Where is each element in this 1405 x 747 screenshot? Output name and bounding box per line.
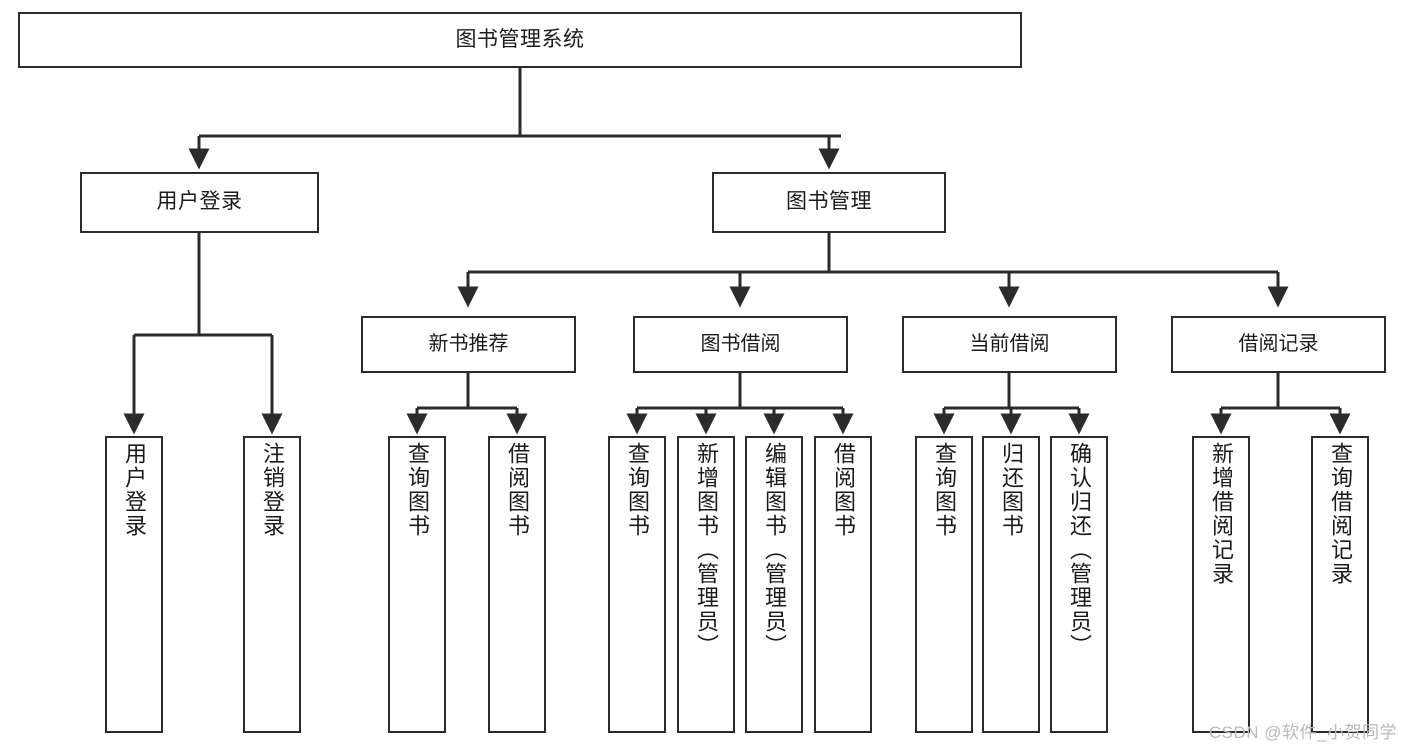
- leaf-return-book-label: 归还图书: [999, 442, 1024, 538]
- node-book-management-label: 图书管理: [786, 190, 872, 214]
- node-user-login[interactable]: 用户登录: [80, 172, 319, 233]
- leaf-confirm-return-label: 确认归还（管理员）: [1067, 442, 1092, 658]
- leaf-query-book-3-label: 查询图书: [932, 442, 957, 538]
- leaf-query-book-1[interactable]: 查询图书: [388, 436, 446, 733]
- leaf-confirm-return[interactable]: 确认归还（管理员）: [1050, 436, 1108, 733]
- leaf-query-book-2-label: 查询图书: [625, 442, 650, 538]
- leaf-user-login[interactable]: 用户登录: [105, 436, 163, 733]
- node-book-management[interactable]: 图书管理: [712, 172, 946, 233]
- leaf-query-record[interactable]: 查询借阅记录: [1311, 436, 1369, 733]
- leaf-borrow-book-2[interactable]: 借阅图书: [814, 436, 872, 733]
- csdn-watermark: CSDN @软件_小贺同学: [1208, 723, 1397, 742]
- node-borrow-record-label: 借阅记录: [1238, 332, 1319, 355]
- node-book-borrow-label: 图书借阅: [700, 332, 781, 355]
- node-new-book-recommend-label: 新书推荐: [428, 332, 509, 355]
- node-new-book-recommend[interactable]: 新书推荐: [361, 316, 576, 373]
- node-root-label: 图书管理系统: [455, 27, 585, 51]
- leaf-borrow-book-1-label: 借阅图书: [505, 442, 530, 538]
- leaf-borrow-book-2-label: 借阅图书: [831, 442, 856, 538]
- leaf-borrow-book-1[interactable]: 借阅图书: [488, 436, 546, 733]
- node-current-borrow[interactable]: 当前借阅: [902, 316, 1117, 373]
- leaf-add-record-label: 新增借阅记录: [1209, 442, 1234, 586]
- leaf-query-book-1-label: 查询图书: [405, 442, 430, 538]
- node-current-borrow-label: 当前借阅: [969, 332, 1050, 355]
- leaf-query-book-3[interactable]: 查询图书: [915, 436, 973, 733]
- node-borrow-record[interactable]: 借阅记录: [1171, 316, 1386, 373]
- node-root[interactable]: 图书管理系统: [18, 12, 1022, 68]
- leaf-edit-book[interactable]: 编辑图书（管理员）: [745, 436, 803, 733]
- leaf-logout-label: 注销登录: [260, 442, 285, 538]
- node-user-login-label: 用户登录: [156, 190, 243, 214]
- leaf-add-book-label: 新增图书（管理员）: [694, 442, 719, 658]
- node-book-borrow[interactable]: 图书借阅: [633, 316, 848, 373]
- leaf-add-record[interactable]: 新增借阅记录: [1192, 436, 1250, 733]
- leaf-edit-book-label: 编辑图书（管理员）: [762, 442, 787, 658]
- leaf-add-book[interactable]: 新增图书（管理员）: [677, 436, 735, 733]
- leaf-return-book[interactable]: 归还图书: [982, 436, 1040, 733]
- leaf-user-login-label: 用户登录: [122, 442, 147, 538]
- leaf-logout[interactable]: 注销登录: [243, 436, 301, 733]
- leaf-query-book-2[interactable]: 查询图书: [608, 436, 666, 733]
- leaf-query-record-label: 查询借阅记录: [1328, 442, 1353, 586]
